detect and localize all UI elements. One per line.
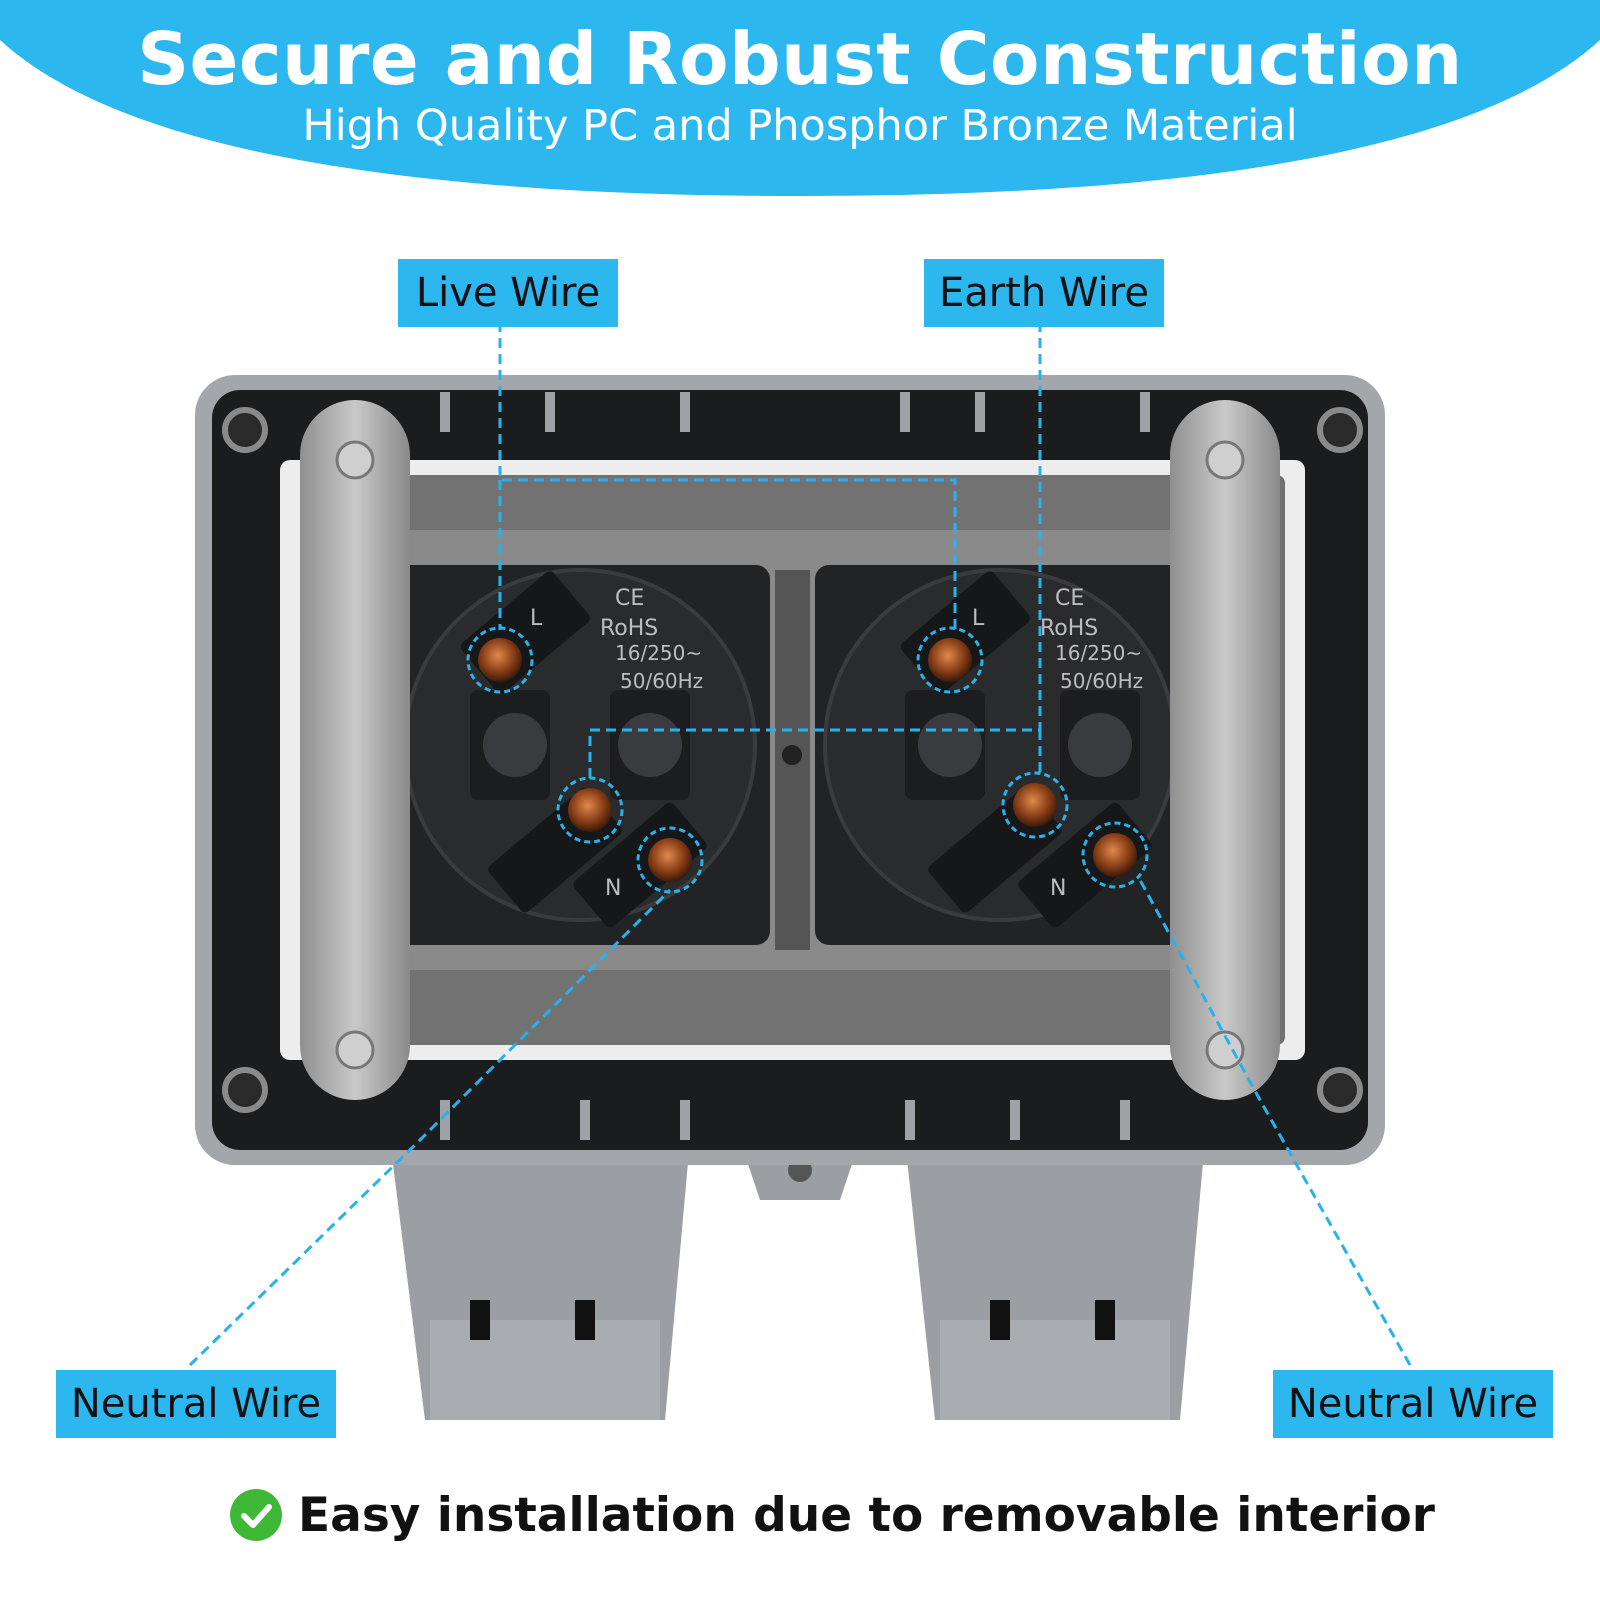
cover-right [905,1140,1205,1420]
freq-mark: 50/60Hz [620,669,703,693]
page-subtitle: High Quality PC and Phosphor Bronze Mate… [302,101,1298,151]
neutral-mark-2: N [1050,876,1066,901]
socket-left [395,565,770,945]
check-circle-icon [230,1489,282,1541]
cert-mark-2: CE [1055,586,1084,611]
label-live-wire: Live Wire [398,259,618,327]
live-mark: L [530,606,543,631]
cover-left [390,1140,690,1420]
socket-right [815,565,1190,945]
rohs-mark: RoHS [600,616,658,641]
steel-bar-left [300,400,410,1100]
rating-mark: 16/250~ [615,641,702,665]
leader-lines [188,322,1412,1367]
label-neutral-wire-right: Neutral Wire [1273,1370,1553,1438]
rohs-mark-2: RoHS [1040,616,1098,641]
freq-mark-2: 50/60Hz [1060,669,1143,693]
rating-mark-2: 16/250~ [1055,641,1142,665]
label-earth-wire: Earth Wire [924,259,1164,327]
cert-mark: CE [615,586,644,611]
feature-text: Easy installation due to removable inter… [298,1487,1435,1543]
page-title: Secure and Robust Construction [137,17,1463,101]
header-banner [0,0,1600,196]
feature-line: Easy installation due to removable inter… [230,1480,1435,1550]
label-neutral-wire-left: Neutral Wire [56,1370,336,1438]
neutral-mark: N [605,876,621,901]
steel-bar-right [1170,400,1280,1100]
live-mark-2: L [972,606,985,631]
